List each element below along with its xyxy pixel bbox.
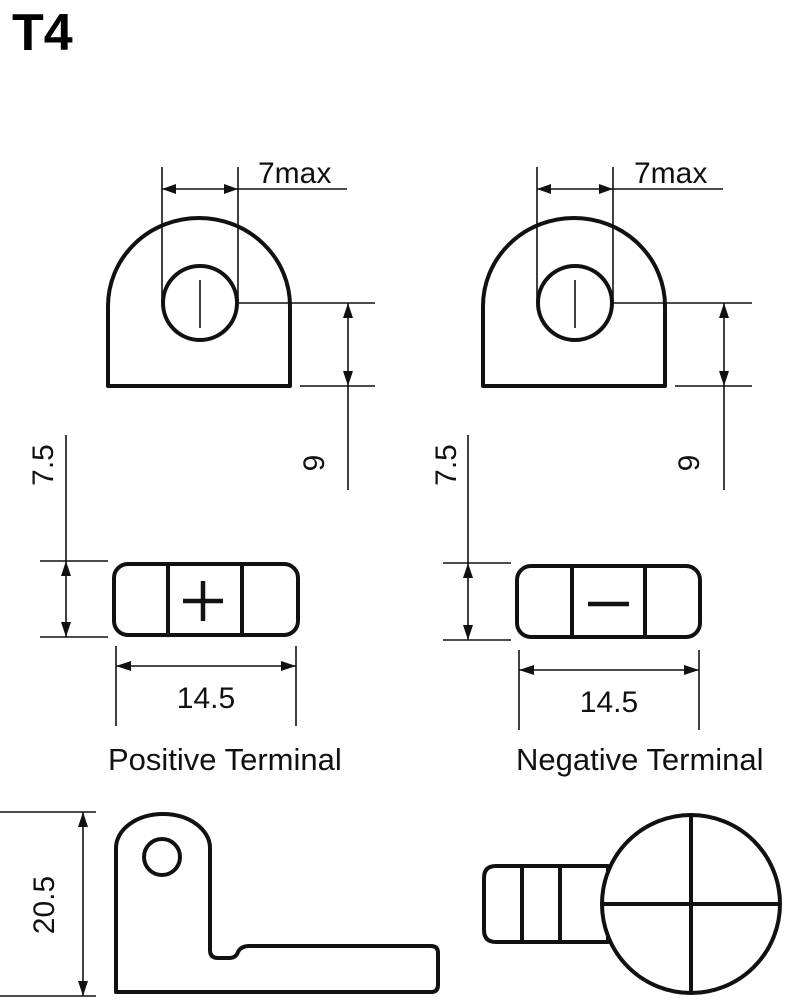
side-terminal-body bbox=[114, 812, 440, 994]
bottom-tab bbox=[482, 864, 610, 944]
positive-terminal-caption: Positive Terminal bbox=[108, 742, 342, 777]
negative-terminal-top-view: 7max 9 bbox=[481, 157, 752, 490]
negative-9-arrow-top bbox=[719, 303, 729, 318]
positive-terminal-top-view: 7max 9 bbox=[106, 157, 375, 490]
positive-9-arrow-bottom bbox=[343, 371, 353, 386]
negative-7max-arrow-right bbox=[599, 184, 613, 194]
page-title: T4 bbox=[12, 4, 73, 62]
terminal-side-view: 20.5 bbox=[0, 811, 440, 997]
negative-terminal-caption: Negative Terminal bbox=[516, 742, 764, 777]
side-bolt-hole bbox=[142, 837, 182, 877]
negative-9-arrow-bottom bbox=[719, 371, 729, 386]
plus-sign-icon bbox=[183, 581, 223, 621]
positive-7max-arrow-right bbox=[224, 184, 238, 194]
positive-7-5-arrow-top bbox=[61, 561, 71, 576]
side-20-5-label: 20.5 bbox=[28, 876, 61, 934]
positive-7max-label: 7max bbox=[258, 157, 331, 190]
negative-14-5-arrow-left bbox=[519, 665, 534, 675]
positive-14-5-arrow-left bbox=[116, 661, 131, 671]
positive-terminal-front-view: 7.5 14.5 Positive Terminal bbox=[27, 435, 342, 777]
negative-terminal-front-body bbox=[515, 564, 702, 639]
negative-7-5-arrow-top bbox=[463, 563, 473, 578]
positive-14-5-label: 14.5 bbox=[177, 682, 235, 715]
negative-7max-arrow-left bbox=[537, 184, 551, 194]
negative-9-label: 9 bbox=[673, 455, 706, 472]
positive-9-label: 9 bbox=[298, 455, 331, 472]
negative-14-5-label: 14.5 bbox=[580, 686, 638, 719]
positive-7-5-arrow-bottom bbox=[61, 622, 71, 637]
side-20-5-arrow-top bbox=[78, 812, 88, 827]
positive-7max-arrow-left bbox=[162, 184, 176, 194]
negative-14-5-arrow-right bbox=[684, 665, 699, 675]
terminal-bottom-view bbox=[482, 813, 782, 995]
positive-9-arrow-top bbox=[343, 303, 353, 318]
negative-7-5-label: 7.5 bbox=[430, 444, 463, 486]
negative-terminal-front-view: 7.5 14.5 Negative Terminal bbox=[430, 435, 764, 777]
negative-7-5-arrow-bottom bbox=[463, 625, 473, 640]
side-20-5-arrow-bottom bbox=[78, 981, 88, 996]
negative-7max-label: 7max bbox=[634, 157, 707, 190]
positive-7-5-label: 7.5 bbox=[27, 444, 60, 486]
positive-14-5-arrow-right bbox=[281, 661, 296, 671]
